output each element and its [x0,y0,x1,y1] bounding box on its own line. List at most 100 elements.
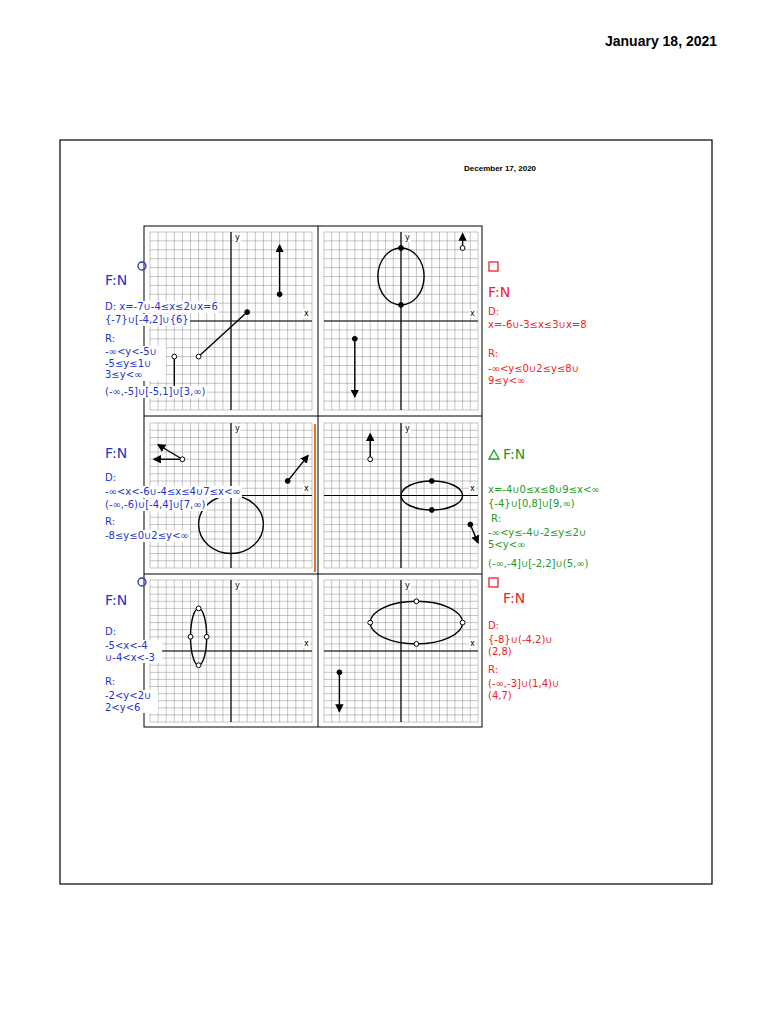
domain-interval: {-7}∪[-4,2]∪{6} [104,314,190,326]
graph-point [414,642,419,647]
grid-line [324,321,478,322]
axis-label: x [469,484,476,493]
grid-line [150,651,312,652]
x-axis [324,320,478,321]
function-verdict: F:N [502,590,526,606]
graph-point [196,606,201,611]
function-verdict: F:N [104,272,128,288]
range-interval: (-∞,-3]∪(1,4)∪ (4,7) [487,678,583,701]
graph-ray [370,434,371,459]
axis-label: y [234,581,241,590]
range-notation: -∞<y≤-4∪-2≤y≤2∪ 5<y<∞ [487,527,593,550]
graph-point [414,599,419,604]
graph-point [245,310,250,315]
coordinate-grid [150,580,312,722]
graph-ellipse [199,496,264,554]
graph-ray [354,339,355,397]
axis-label: y [234,233,241,242]
panel-divider [318,226,319,727]
domain-notation: -5<x<-4 ∪-4<x<-3 [104,640,162,663]
graph-ray [154,459,182,460]
function-verdict: F:N [104,445,128,461]
domain-label: D: [104,472,117,484]
graph-point [460,620,465,625]
domain-interval: {-8}∪(-4,2)∪ (2,8) [487,634,573,657]
circle-symbol [138,262,146,270]
axis-label: y [404,424,411,433]
axis-label: y [404,581,411,590]
domain-interval: (-∞,-6)∪[-4,4]∪[7,∞) [104,499,207,511]
graph-point [337,670,342,675]
graph-ellipse [378,248,424,305]
range-interval: (-∞,-4]∪[-2,2]∪(5,∞) [487,558,590,570]
grid-line [324,651,478,652]
triangle-symbol [489,450,499,459]
graph-point [285,479,290,484]
range-label: R: [487,348,499,360]
graph-point [429,508,434,513]
range-label: R: [104,516,116,528]
axis-label: x [469,309,476,318]
domain-interval: {-4}∪[0,8]∪[9,∞) [487,498,576,510]
page-date: December 17, 2020 [463,164,537,173]
graph-point [368,620,373,625]
range-label: R: [490,513,502,525]
domain-notation: x=-6∪-3≤x≤3∪x=8 [487,319,588,331]
orange-mark [314,424,316,572]
domain-label: D: [487,306,500,318]
circle-symbol [138,578,146,586]
function-verdict: F:N [487,284,511,300]
graph-ray [158,445,182,460]
domain-label: D: [104,626,117,638]
graph-point [429,479,434,484]
function-verdict: F:N [502,446,526,462]
x-axis [324,650,478,651]
axis-label: y [234,424,241,433]
range-notation: -2<y<2∪ 2<y<6 [104,690,158,713]
axis-label: x [303,484,310,493]
graph-ray [470,525,478,543]
function-verdict: F:N [104,592,128,608]
panel-divider [144,574,482,575]
graph-point [180,457,185,462]
graph-point [277,292,282,297]
graph-point [204,634,209,639]
range-notation: -∞<y<-5∪ -5≤y≤1∪ 3≤y<∞ [104,346,166,381]
graph-point [172,354,177,359]
axis-label: x [469,639,476,648]
graph-ray [279,245,280,294]
range-notation: -8≤y≤0∪2≤y<∞ [104,530,190,542]
graph-point [352,336,357,341]
graph-ellipse [370,601,462,644]
domain-notation: x=-4∪0≤x≤8∪9≤x<∞ [487,484,601,496]
graph-point [368,457,373,462]
axis-label: x [303,639,310,648]
graph-point [188,634,193,639]
graph-ray [339,672,340,711]
domain-label: D: [487,620,500,632]
page-date: January 18, 2021 [604,33,718,49]
domain-notation: -∞<x<-6∪-4≤x≤4∪7≤x<∞ [104,486,242,498]
domain-notation: D: x=-7∪-4≤x≤2∪x=6 [104,301,219,313]
outer-frame [60,140,712,884]
graph-point [468,522,473,527]
range-label: R: [104,676,116,688]
coordinate-grid [324,580,478,722]
range-interval: (-∞,-5]∪[-5,1]∪[3,∞) [104,386,207,398]
coordinate-grid [324,232,478,410]
coordinate-grid [324,423,478,568]
range-label: R: [104,333,116,345]
graph-point [460,246,465,251]
graph-ray [288,456,308,481]
axis-label: x [303,309,310,318]
square-symbol [489,578,498,587]
panel-divider [144,416,482,417]
x-axis [150,650,312,651]
axis-label: y [404,233,411,242]
graph-point [399,246,404,251]
range-label: R: [487,664,499,676]
square-symbol [489,262,498,271]
range-notation: -∞<y≤0∪2≤y≤8∪ 9≤y<∞ [487,363,589,386]
graph-ray [199,312,248,357]
